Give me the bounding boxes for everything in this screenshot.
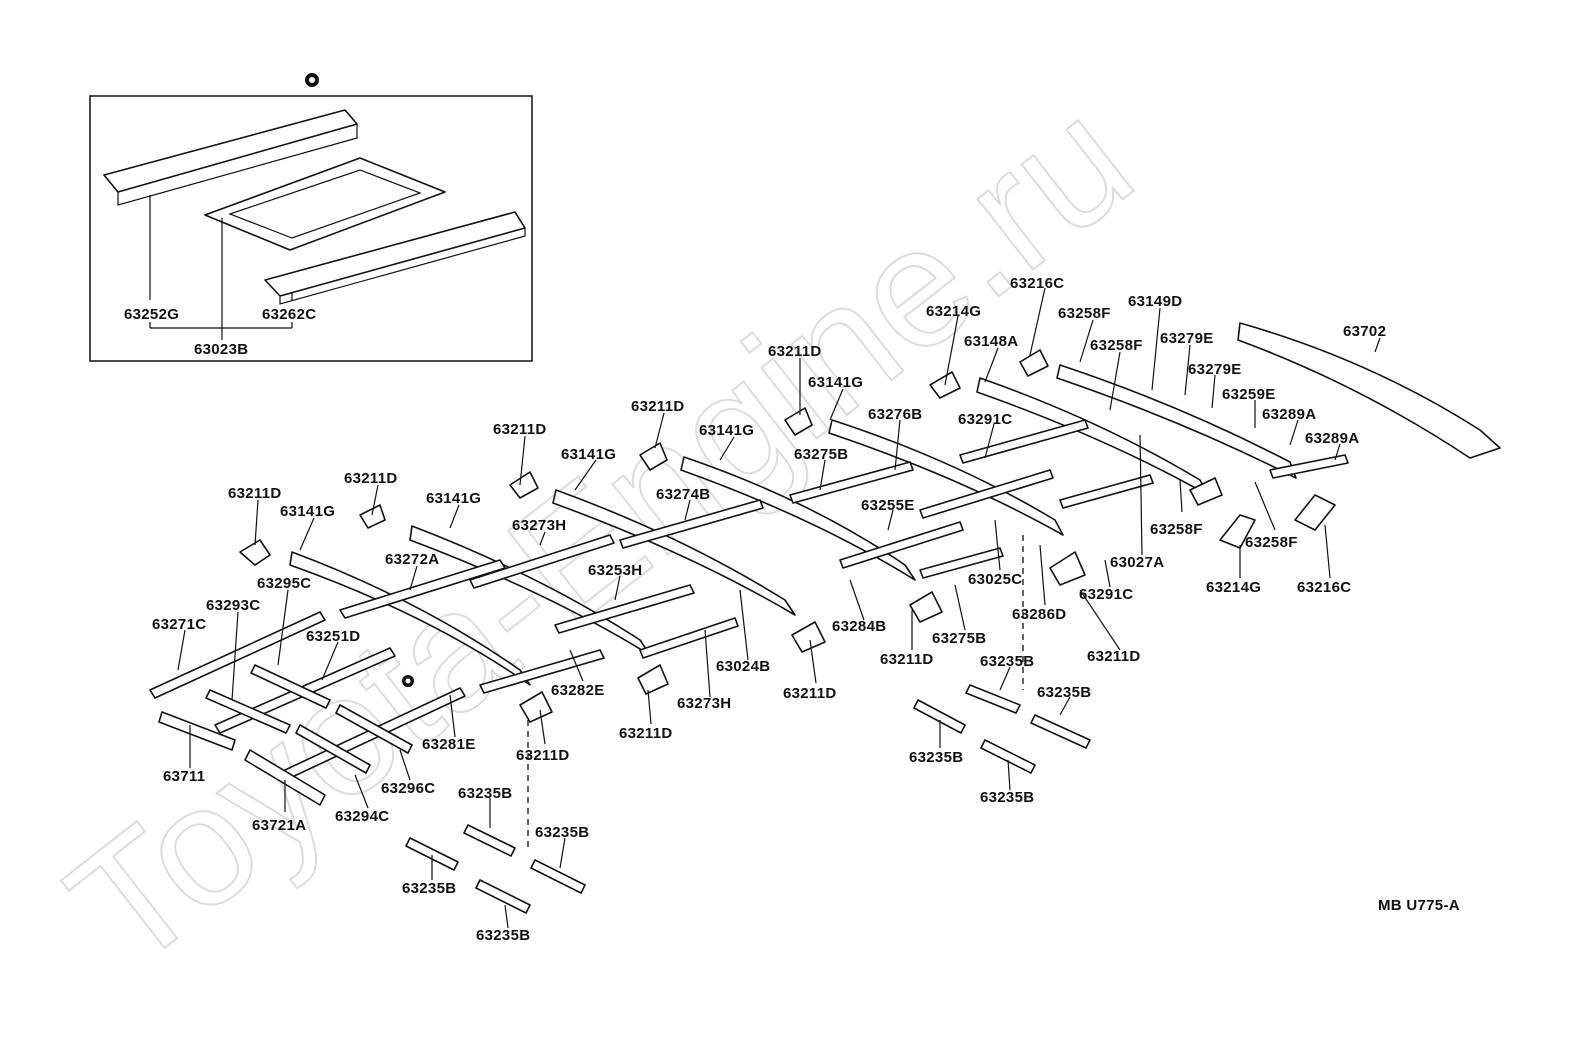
part-label: 63214G xyxy=(1206,579,1261,596)
inset-label-63023B: 63023B xyxy=(194,341,248,358)
part-label: 63273H xyxy=(512,517,566,534)
part-label: 63027A xyxy=(1110,554,1164,571)
part-label: 63235B xyxy=(535,824,589,841)
inset-label-63262C: 63262C xyxy=(262,306,316,323)
part-label: 63024B xyxy=(716,658,770,675)
part-label: 63271C xyxy=(152,616,206,633)
part-label: 63235B xyxy=(1037,684,1091,701)
part-label: 63284B xyxy=(832,618,886,635)
brackets xyxy=(239,349,1336,723)
part-label: 63141G xyxy=(280,503,335,520)
part-label: 63282E xyxy=(551,682,605,699)
part-label: 63253H xyxy=(588,562,642,579)
part-label: 63295C xyxy=(257,575,311,592)
part-label: 63211D xyxy=(344,470,398,487)
part-label: 63025C xyxy=(968,571,1022,588)
part-label: 63214G xyxy=(926,303,981,320)
part-label: 63258F xyxy=(1058,305,1111,322)
part-label: 63274B xyxy=(656,486,710,503)
part-label: 63211D xyxy=(516,747,570,764)
part-label: 63721A xyxy=(252,817,306,834)
part-label: 63276B xyxy=(868,406,922,423)
figure-code: MB U775-A xyxy=(1378,897,1460,914)
part-label: 63289A xyxy=(1305,430,1359,447)
part-label: 63258F xyxy=(1150,521,1203,538)
part-label: 63273H xyxy=(677,695,731,712)
part-label: 63258F xyxy=(1090,337,1143,354)
part-label: 63149D xyxy=(1128,293,1182,310)
part-label: 63294C xyxy=(335,808,389,825)
part-label: 63211D xyxy=(631,398,685,415)
inset-box: 63252G 63262C 63023B xyxy=(89,73,533,362)
part-label: 63211D xyxy=(228,485,282,502)
part-label: 63258F xyxy=(1245,534,1298,551)
part-label: 63235B xyxy=(402,880,456,897)
part-label: 63251D xyxy=(306,628,360,645)
part-label: 63291C xyxy=(1079,586,1133,603)
part-label: 63211D xyxy=(619,725,673,742)
part-label: 63702 xyxy=(1343,323,1386,340)
leader-lines xyxy=(177,287,1381,929)
part-label: 63211D xyxy=(783,685,837,702)
rails xyxy=(149,419,1349,806)
part-label: 63281E xyxy=(422,736,476,753)
roof-bows xyxy=(289,322,1501,686)
inset-label-63252G: 63252G xyxy=(124,306,179,323)
part-label: 63235B xyxy=(458,785,512,802)
part-label: 63141G xyxy=(808,374,863,391)
part-label: 63216C xyxy=(1010,275,1064,292)
strips xyxy=(405,684,1091,914)
part-label: 63291C xyxy=(958,411,1012,428)
part-label: 63211D xyxy=(1087,648,1141,665)
part-label: 63275B xyxy=(794,446,848,463)
part-label: 63279E xyxy=(1160,330,1214,347)
part-label: 63279E xyxy=(1188,361,1242,378)
part-label: 63216C xyxy=(1297,579,1351,596)
part-labels: 63216C 63214G 63258F 63149D 63148A 63258… xyxy=(152,275,1386,944)
part-label: 63293C xyxy=(206,597,260,614)
part-label: 63289A xyxy=(1262,406,1316,423)
part-label: 63235B xyxy=(980,653,1034,670)
part-label: 63148A xyxy=(964,333,1018,350)
part-label: 63211D xyxy=(493,421,547,438)
part-label: 63211D xyxy=(768,343,822,360)
part-label: 63286D xyxy=(1012,606,1066,623)
part-label: 63235B xyxy=(909,749,963,766)
part-label: 63275B xyxy=(932,630,986,647)
part-label: 63259E xyxy=(1222,386,1276,403)
part-label: 63255E xyxy=(861,497,915,514)
part-label: 63711 xyxy=(163,768,205,785)
part-label: 63235B xyxy=(476,927,530,944)
part-label: 63272A xyxy=(385,551,439,568)
part-label: 63141G xyxy=(561,446,616,463)
part-label: 63235B xyxy=(980,789,1034,806)
part-label: 63296C xyxy=(381,780,435,797)
part-label: 63141G xyxy=(699,422,754,439)
part-label: 63141G xyxy=(426,490,481,507)
part-label: 63211D xyxy=(880,651,934,668)
